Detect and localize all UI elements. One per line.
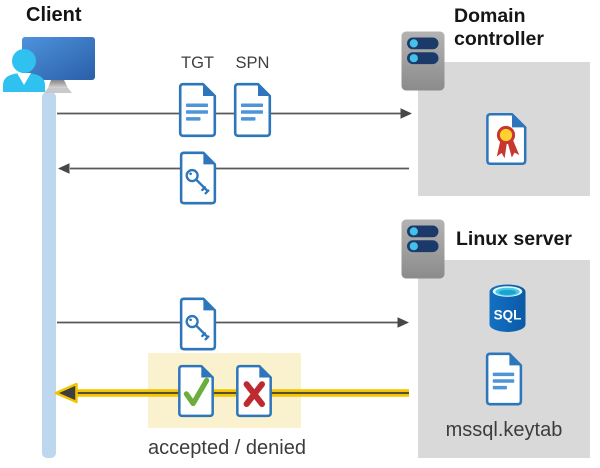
key-ticket-icon-linux <box>179 297 217 351</box>
monitor-icon <box>22 37 95 80</box>
linux-server-label: Linux server <box>456 228 572 250</box>
client-timeline-bar <box>42 92 56 458</box>
denied-document-icon <box>236 364 272 418</box>
certificate-icon <box>486 112 527 166</box>
result-label: accepted / denied <box>148 437 306 459</box>
keytab-file-icon <box>485 352 523 406</box>
arrow-linux-to-client-highlighted <box>54 382 409 404</box>
key-glyph <box>185 314 210 341</box>
spn-label: SPN <box>235 54 270 72</box>
key-ticket-icon-dc <box>179 151 217 205</box>
tgt-document-icon <box>178 82 217 138</box>
client-user-computer-icon <box>3 37 95 93</box>
key-glyph <box>185 168 210 195</box>
linux-server-icon <box>401 219 445 279</box>
client-label: Client <box>26 4 82 26</box>
arrow-client-to-linux <box>57 317 409 328</box>
arrow-dc-to-client <box>58 163 409 174</box>
keytab-label: mssql.keytab <box>445 419 563 441</box>
sql-database-icon: SQL <box>489 284 526 332</box>
accepted-document-icon <box>178 364 214 418</box>
tgt-label: TGT <box>181 54 214 72</box>
domain-controller-server-icon <box>401 31 445 91</box>
check-glyph <box>183 377 210 407</box>
domain-controller-label: Domain controller <box>454 5 544 50</box>
person-icon <box>3 49 45 92</box>
monitor-base <box>44 88 72 93</box>
spn-document-icon <box>233 82 272 138</box>
x-glyph <box>243 381 265 408</box>
sql-badge-label: SQL <box>494 308 522 323</box>
arrow-client-to-dc <box>57 108 412 119</box>
monitor-stand <box>48 80 68 88</box>
